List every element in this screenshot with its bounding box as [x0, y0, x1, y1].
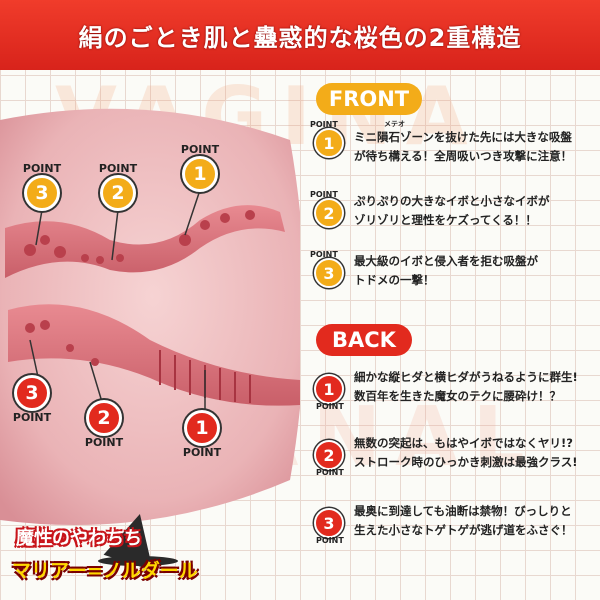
front-point-2-description: ぷりぷりの大きなイボと小さなイボが ゾリゾリと理性をケズってくる！！	[354, 194, 550, 227]
witch-hat-brim	[98, 556, 178, 566]
point-number-badge: 3	[24, 175, 60, 211]
title-banner: 絹のごとき肌と蠱惑的な桜色の2重構造	[0, 0, 600, 70]
front-point-1: POINT 1 メテオ ミニ隕石ゾーンを抜けた先には大きな吸盤 が待ち構える！全…	[310, 120, 598, 166]
back-point-1-description: 細かな縦ヒダと横ヒダがうねるように群生! 数百年を生きた魔女のテクに腰砕け！？	[354, 370, 578, 403]
point-number-badge: 2	[86, 400, 122, 436]
point-badge: 3 POINT	[310, 502, 346, 545]
point-badge: POINT 3	[310, 250, 346, 294]
product-cross-section-illustration	[0, 108, 300, 525]
illustration-point-1-back: 1 POINT	[176, 410, 228, 459]
point-number-badge: 1	[184, 410, 220, 446]
front-point-1-description: メテオ ミニ隕石ゾーンを抜けた先には大きな吸盤 が待ち構える！全周吸いつき攻撃に…	[354, 120, 598, 166]
back-point-2-description: 無数の突起は、もはやイボではなくヤリ!? ストローク時のひっかき刺激は最強クラス…	[354, 436, 578, 469]
illustration-point-3-back: 3 POINT	[6, 375, 58, 424]
back-point-1: 1 POINT 細かな縦ヒダと横ヒダがうねるように群生! 数百年を生きた魔女のテ…	[310, 368, 598, 411]
point-badge: POINT 2	[310, 190, 346, 234]
front-point-3: POINT 3 最大級のイボと侵入者を拒む吸盤が トドメの一撃！	[310, 250, 598, 294]
illustration-point-1-front: POINT 1	[174, 143, 226, 192]
logo-line-2: マリアー=ノルダール	[12, 560, 198, 582]
back-point-3: 3 POINT 最奥に到達しても油断は禁物！びっしりと 生えた小さなトゲトゲが逃…	[310, 502, 598, 545]
logo-line-1: 魔性のやわちち	[16, 528, 142, 549]
back-point-3-description: 最奥に到達しても油断は禁物！びっしりと 生えた小さなトゲトゲが逃げ道をふさぐ！	[354, 504, 573, 537]
point-number-badge: 3	[14, 375, 50, 411]
upper-canal	[5, 205, 285, 278]
back-point-2: 2 POINT 無数の突起は、もはやイボではなくヤリ!? ストローク時のひっかき…	[310, 434, 598, 477]
front-point-2: POINT 2 ぷりぷりの大きなイボと小さなイボが ゾリゾリと理性をケズってくる…	[310, 190, 598, 234]
illustration-point-2-front: POINT 2	[92, 162, 144, 211]
illustration-point-3-front: POINT 3	[16, 162, 68, 211]
product-logo: 魔性のやわちち マリアー=ノルダール	[10, 507, 198, 594]
back-section-label: BACK	[316, 324, 412, 356]
front-point-3-description: 最大級のイボと侵入者を拒む吸盤が トドメの一撃！	[354, 254, 538, 287]
point-number-badge: 2	[100, 175, 136, 211]
front-section-label: FRONT	[316, 83, 422, 115]
ruby-text: メテオ	[384, 120, 405, 128]
point-number-badge: 1	[182, 156, 218, 192]
point-badge: POINT 1	[310, 120, 346, 164]
page-title: 絹のごとき肌と蠱惑的な桜色の2重構造	[78, 23, 522, 52]
lower-canal	[8, 304, 300, 406]
point-badge: 1 POINT	[310, 368, 346, 411]
point-badge: 2 POINT	[310, 434, 346, 477]
illustration-point-2-back: 2 POINT	[78, 400, 130, 449]
